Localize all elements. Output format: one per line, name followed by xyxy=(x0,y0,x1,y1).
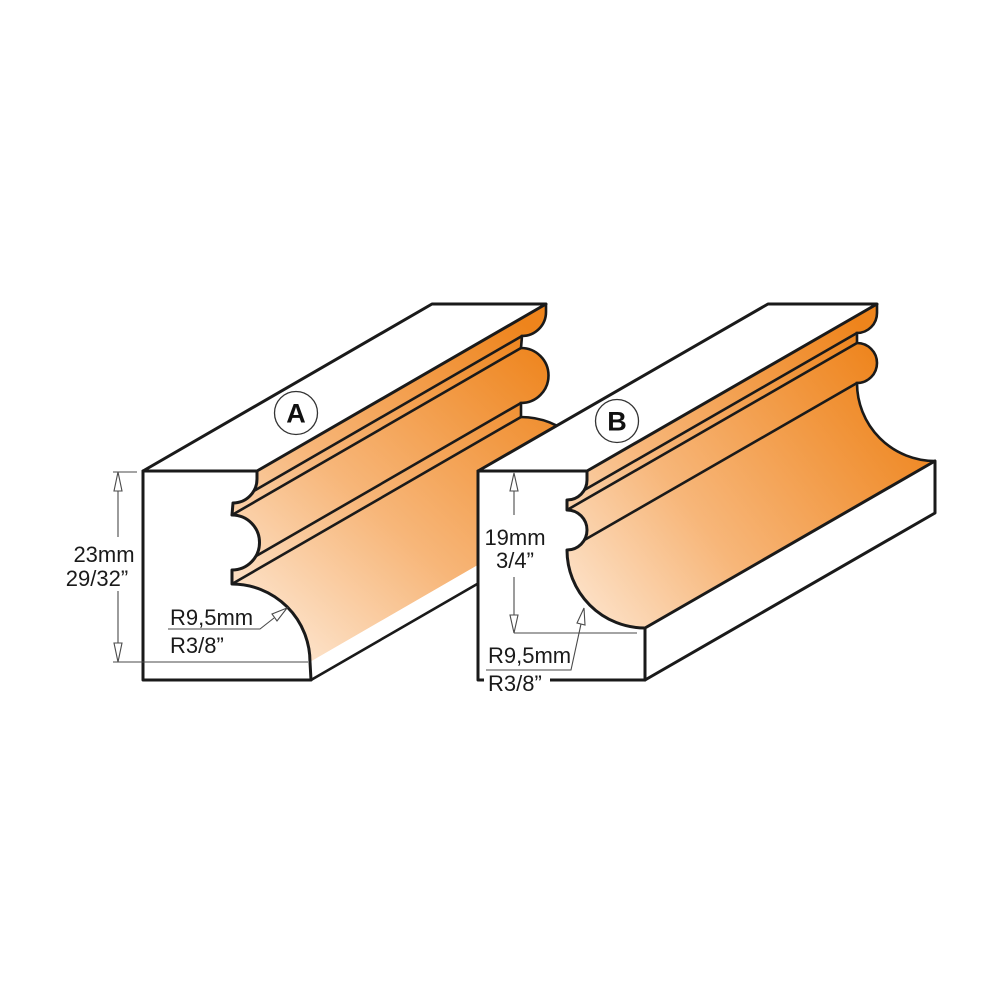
profile-a-crease-line xyxy=(231,334,524,505)
profile-b-crease-line xyxy=(565,341,859,512)
profile-a-radius-callout: R9,5mm R3/8” xyxy=(168,605,289,658)
profile-b-back-outline xyxy=(855,302,937,463)
leader-line xyxy=(168,617,275,630)
profile-a-crease-line xyxy=(230,415,523,586)
badge-circle xyxy=(594,398,640,444)
profile-a-height-in: 29/32” xyxy=(66,566,128,591)
arrow-down-icon xyxy=(509,614,519,634)
profile-b-block xyxy=(476,302,937,682)
leader-arrow-icon xyxy=(576,607,586,626)
arrow-down-icon xyxy=(113,642,123,663)
profile-a-crease-line xyxy=(230,346,523,517)
profile-a-badge: A xyxy=(273,390,319,436)
label-background xyxy=(60,537,140,591)
badge-circle xyxy=(273,390,319,436)
profile-b-radius-in: R3/8” xyxy=(488,671,542,696)
profile-a-sweep-lines xyxy=(230,334,602,682)
profile-b-height-in: 3/4” xyxy=(496,548,534,573)
profile-b-molded-surface xyxy=(567,304,935,628)
label-background xyxy=(484,673,550,695)
profile-b-letter: B xyxy=(607,407,627,437)
profile-a-height-mm: 23mm xyxy=(73,542,134,567)
profile-a-height-dimension: 23mm 29/32” xyxy=(60,471,308,663)
leader-line xyxy=(486,623,582,671)
label-background xyxy=(482,515,548,577)
arrow-up-icon xyxy=(509,472,519,492)
profile-a-front-face xyxy=(141,469,313,682)
profile-a-crease-line xyxy=(230,401,523,572)
profile-b-height-dimension: 19mm 3/4” xyxy=(482,472,637,634)
leader-arrow-icon xyxy=(271,606,289,622)
profile-b-radius-callout: R9,5mm R3/8” xyxy=(484,607,586,696)
arrow-up-icon xyxy=(113,471,123,492)
profile-b-height-mm: 19mm xyxy=(484,525,545,550)
profile-a-radius-in: R3/8” xyxy=(170,633,224,658)
profile-b-sweep-lines xyxy=(565,331,859,552)
profile-b-radius-mm: R9,5mm xyxy=(488,643,571,668)
profile-b-crease-line xyxy=(565,381,859,552)
profile-b-crease-line xyxy=(565,331,859,502)
profile-a-block xyxy=(141,302,602,682)
profile-a-molded-surface xyxy=(232,304,599,662)
profile-a-letter: A xyxy=(286,399,306,429)
profile-a-radius-mm: R9,5mm xyxy=(170,605,253,630)
profile-b-badge: B xyxy=(594,398,640,444)
